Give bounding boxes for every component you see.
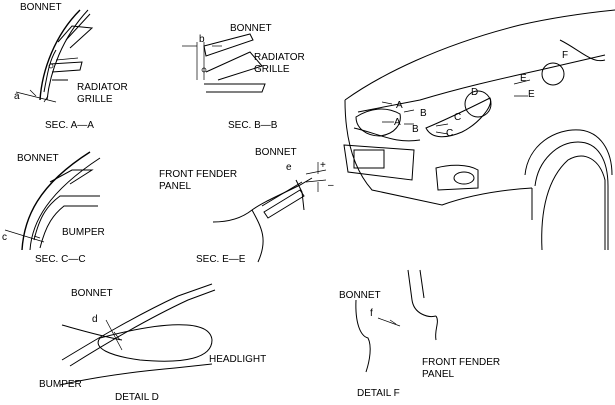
detail-f-title: DETAIL F	[357, 388, 400, 399]
detail-f-drawing	[355, 269, 438, 373]
callout-e-lower: E	[528, 89, 535, 100]
callout-c-lower: C	[446, 128, 453, 139]
plus-sign: +	[320, 160, 326, 171]
dim-f-label: f	[370, 308, 373, 319]
callout-a-upper: A	[396, 100, 403, 111]
detail-d-headlight-label: HEADLIGHT	[209, 354, 266, 365]
car-front-view	[343, 9, 615, 251]
dim-d-label: d	[92, 314, 98, 325]
sec-cc-title: SEC. C—C	[35, 254, 86, 265]
sec-cc-bonnet-label: BONNET	[17, 153, 59, 164]
sec-ee-fender-label-2: PANEL	[159, 181, 191, 192]
sec-bb-bonnet-label: BONNET	[230, 23, 272, 34]
detail-f-fender-label-2: PANEL	[422, 369, 454, 380]
sec-aa-radiator-label-1: RADIATOR	[77, 82, 128, 93]
minus-sign: –	[328, 180, 334, 191]
callout-c-upper: C	[454, 112, 461, 123]
callout-b-upper: B	[420, 108, 427, 119]
callout-e-upper: E	[520, 73, 527, 84]
detail-f-fender-label-1: FRONT FENDER	[422, 357, 500, 368]
detail-d-bonnet-label: BONNET	[71, 288, 113, 299]
sec-ee-drawing	[212, 162, 327, 263]
detail-d-drawing	[59, 283, 216, 386]
callout-a-lower: A	[394, 117, 401, 128]
detail-f-bonnet-label: BONNET	[339, 290, 381, 301]
sec-bb-radiator-label-1: RADIATOR	[254, 52, 305, 63]
sec-cc-bumper-label: BUMPER	[62, 227, 105, 238]
sec-bb-radiator-label-2: GRILLE	[254, 64, 290, 75]
sec-ee-bonnet-label: BONNET	[255, 147, 297, 158]
detail-d-circle	[464, 90, 492, 118]
callout-b-lower: B	[412, 124, 419, 135]
detail-d-title: DETAIL D	[115, 392, 159, 403]
sec-cc-drawing	[4, 151, 101, 251]
detail-d-bumper-label: BUMPER	[39, 379, 82, 390]
sec-ee-fender-label-1: FRONT FENDER	[159, 169, 237, 180]
dim-a-label: a	[14, 91, 20, 102]
callout-f: F	[562, 50, 568, 61]
sec-aa-title: SEC. A—A	[45, 120, 94, 131]
sec-bb-title: SEC. B—B	[228, 120, 278, 131]
detail-f-circle	[541, 62, 565, 86]
dim-e-label: e	[286, 162, 292, 173]
sec-ee-title: SEC. E—E	[196, 254, 246, 265]
dim-c-label: c	[2, 232, 7, 243]
dim-b-label: b	[199, 34, 205, 45]
sec-bb-drawing	[182, 33, 266, 93]
sec-aa-radiator-label-2: GRILLE	[77, 94, 113, 105]
sec-aa-bonnet-label: BONNET	[20, 2, 62, 13]
callout-d: D	[471, 87, 478, 98]
sec-aa-drawing	[15, 9, 94, 103]
